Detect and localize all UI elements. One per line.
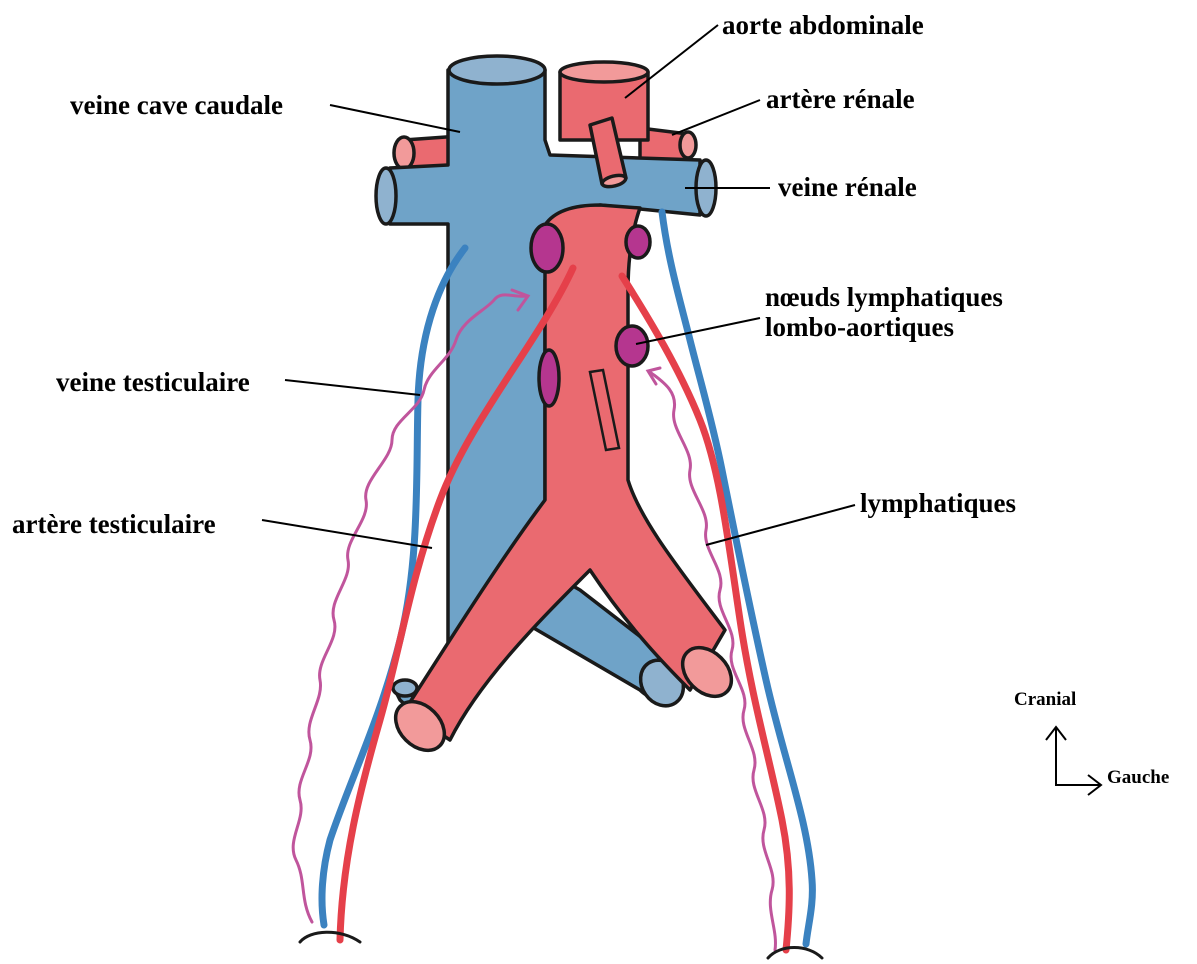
label-lombo-aortiques: lombo-aortiques (765, 312, 954, 342)
lymph-node (616, 326, 648, 366)
label-artere-renale: artère rénale (766, 84, 915, 114)
label-veine-testiculaire: veine testiculaire (56, 367, 250, 397)
label-veine-cave-caudale: veine cave caudale (70, 90, 283, 120)
orientation-indicator: Cranial Gauche (1014, 689, 1169, 795)
lymph-node (531, 224, 563, 272)
label-noeuds-lymphatiques: nœuds lymphatiques (765, 282, 1003, 312)
cranial-arrow-icon (1046, 727, 1066, 785)
label-cranial: Cranial (1014, 689, 1076, 710)
lymph-node (539, 350, 559, 406)
label-veine-renale: veine rénale (778, 172, 917, 202)
label-artere-testiculaire: artère testiculaire (12, 509, 216, 539)
lymph-node (626, 226, 650, 258)
label-lymphatiques: lymphatiques (860, 488, 1016, 518)
gauche-arrow-icon (1055, 775, 1101, 795)
label-aorte-abdominale: aorte abdominale (722, 10, 924, 40)
label-gauche: Gauche (1107, 767, 1169, 788)
